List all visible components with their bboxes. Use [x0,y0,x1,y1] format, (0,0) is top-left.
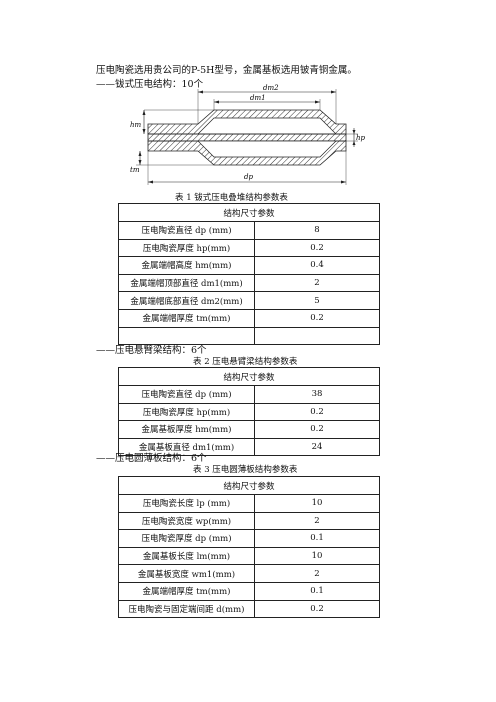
param-label: 金属端帽高度 hm(mm) [118,256,255,275]
table-3-header: 结构尺寸参数 [117,476,381,495]
table-row: 金属端帽高度 hm(mm)0.4 [118,256,381,275]
section-2-heading: ——压电悬臂梁结构：6个 [96,345,207,356]
table-row: 压电陶瓷厚度 dp (mm)0.1 [118,529,381,548]
param-value: 0.2 [253,238,381,258]
table-1-header: 结构尺寸参数 [117,203,381,222]
param-value: 0.2 [253,599,381,619]
bottom-cavity [197,140,337,158]
table-row: 压电陶瓷直径 dp (mm)8 [118,221,381,240]
param-value: 2 [253,273,381,293]
param-label: 金属基板宽度 wm1(mm) [118,564,255,583]
param-label: 压电陶瓷宽度 wp(mm) [118,511,255,531]
param-value: 10 [253,546,381,566]
table-row: 金属基板直径 dm1(mm)24 [118,437,381,457]
param-label: 金属基板直径 dm1(mm) [118,437,255,457]
top-cavity [197,117,337,135]
param-label: 压电陶瓷厚度 hp(mm) [118,402,255,422]
param-label: 压电陶瓷直径 dp (mm) [118,385,255,404]
param-label: 压电陶瓷厚度 dp (mm) [118,529,255,548]
table-3: 结构尺寸参数 压电陶瓷长度 lp (mm)10 压电陶瓷宽度 wp(mm)2 压… [117,476,381,619]
param-value: 0.4 [253,256,381,275]
cymbal-structure-diagram: dm2 dm1 hm tm hp dp [130,84,366,185]
label-dp: dp [244,173,253,181]
table-row: 金属端帽厚度 tm(mm)0.2 [118,308,381,328]
label-dm1: dm1 [250,94,266,102]
table-row: 金属基板厚度 hm(mm)0.2 [118,420,381,439]
param-label: 金属端帽顶部直径 dm1(mm) [118,273,255,293]
table-row: 压电陶瓷厚度 hp(mm)0.2 [118,402,381,422]
table-row: 压电陶瓷厚度 hp(mm)0.2 [118,238,381,258]
param-value: 0.1 [253,581,381,601]
label-hm: hm [130,121,142,129]
param-label: 压电陶瓷直径 dp (mm) [118,221,255,240]
table-row: 金属基板宽度 wm1(mm)2 [118,564,381,583]
section-3-heading: ——压电圆薄板结构：6个 [96,453,207,464]
table-row [118,326,381,346]
table-row: 金属端帽底部直径 dm2(mm)5 [118,291,381,310]
ceramic-layer [147,133,347,142]
param-value: 0.2 [253,308,381,328]
table-1: 结构尺寸参数 压电陶瓷直径 dp (mm)8 压电陶瓷厚度 hp(mm)0.2 … [117,203,381,346]
param-value: 0.2 [253,402,381,422]
param-value: 2 [253,564,381,583]
param-label: 压电陶瓷与固定端间距 d(mm) [118,599,255,619]
table-row: 压电陶瓷与固定端间距 d(mm)0.2 [118,599,381,619]
table-2: 结构尺寸参数 压电陶瓷直径 dp (mm)38 压电陶瓷厚度 hp(mm)0.2… [117,367,381,457]
param-label: 金属基板长度 lm(mm) [118,546,255,566]
param-label: 压电陶瓷厚度 hp(mm) [118,238,255,258]
label-tm: tm [130,166,140,174]
label-hp: hp [356,134,366,142]
table-row: 压电陶瓷长度 lp (mm)10 [118,494,381,513]
param-value: 5 [253,291,381,310]
param-value: 0.1 [253,529,381,548]
intro-line-2: ——钹式压电结构：10个 [96,79,204,90]
param-value: 38 [253,385,381,404]
table-row: 压电陶瓷直径 dp (mm)38 [118,385,381,404]
table-1-caption: 表 1 钹式压电叠堆结构参数表 [175,193,288,203]
table-2-caption: 表 2 压电悬臂梁结构参数表 [193,357,298,367]
param-label: 金属端帽厚度 tm(mm) [118,581,255,601]
param-label: 金属端帽厚度 tm(mm) [118,308,255,328]
table-row: 压电陶瓷宽度 wp(mm)2 [118,511,381,531]
param-value: 10 [253,494,381,513]
param-label: 压电陶瓷长度 lp (mm) [118,494,255,513]
table-row: 金属端帽顶部直径 dm1(mm)2 [118,273,381,293]
param-value: 2 [253,511,381,531]
table-3-caption: 表 3 压电圆薄板结构参数表 [193,465,298,475]
param-value [253,326,381,346]
param-value: 24 [253,437,381,457]
intro-line-1: 压电陶瓷选用贵公司的P-5H型号，金属基板选用铍青铜金属。 [96,65,357,76]
param-value: 8 [253,221,381,240]
table-row: 金属基板长度 lm(mm)10 [118,546,381,566]
label-dm2: dm2 [263,84,279,92]
table-row: 金属端帽厚度 tm(mm)0.1 [118,581,381,601]
param-value: 0.2 [253,420,381,439]
param-label: 金属端帽底部直径 dm2(mm) [118,291,255,310]
table-2-header: 结构尺寸参数 [117,367,381,386]
param-label: 金属基板厚度 hm(mm) [118,420,255,439]
